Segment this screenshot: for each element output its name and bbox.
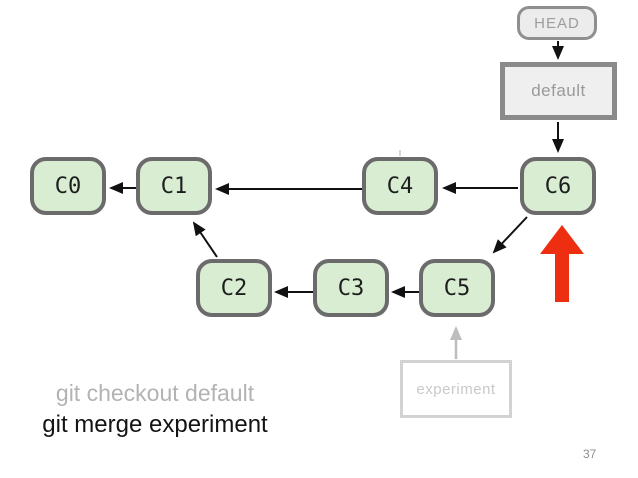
commit-node-c4: C4 — [362, 157, 438, 215]
page-number: 37 — [583, 447, 597, 461]
command-captions: git checkout default git merge experimen… — [10, 380, 300, 439]
commit-node-c2: C2 — [196, 259, 272, 317]
branch-default-box: default — [500, 62, 617, 120]
command-current: git merge experiment — [42, 410, 268, 438]
commit-node-c6: C6 — [520, 157, 596, 215]
commit-node-c5: C5 — [419, 259, 495, 317]
red-up-arrow — [540, 225, 584, 302]
command-previous: git checkout default — [55, 380, 255, 406]
commit-node-c1: C1 — [136, 157, 212, 215]
commit-node-c0: C0 — [30, 157, 106, 215]
commit-node-c3: C3 — [313, 259, 389, 317]
head-pointer-box: HEAD — [517, 6, 597, 40]
edge-c6-to-c5 — [492, 216, 528, 254]
edge-c2-to-c1 — [192, 221, 218, 258]
branch-experiment-box: experiment — [400, 360, 512, 418]
